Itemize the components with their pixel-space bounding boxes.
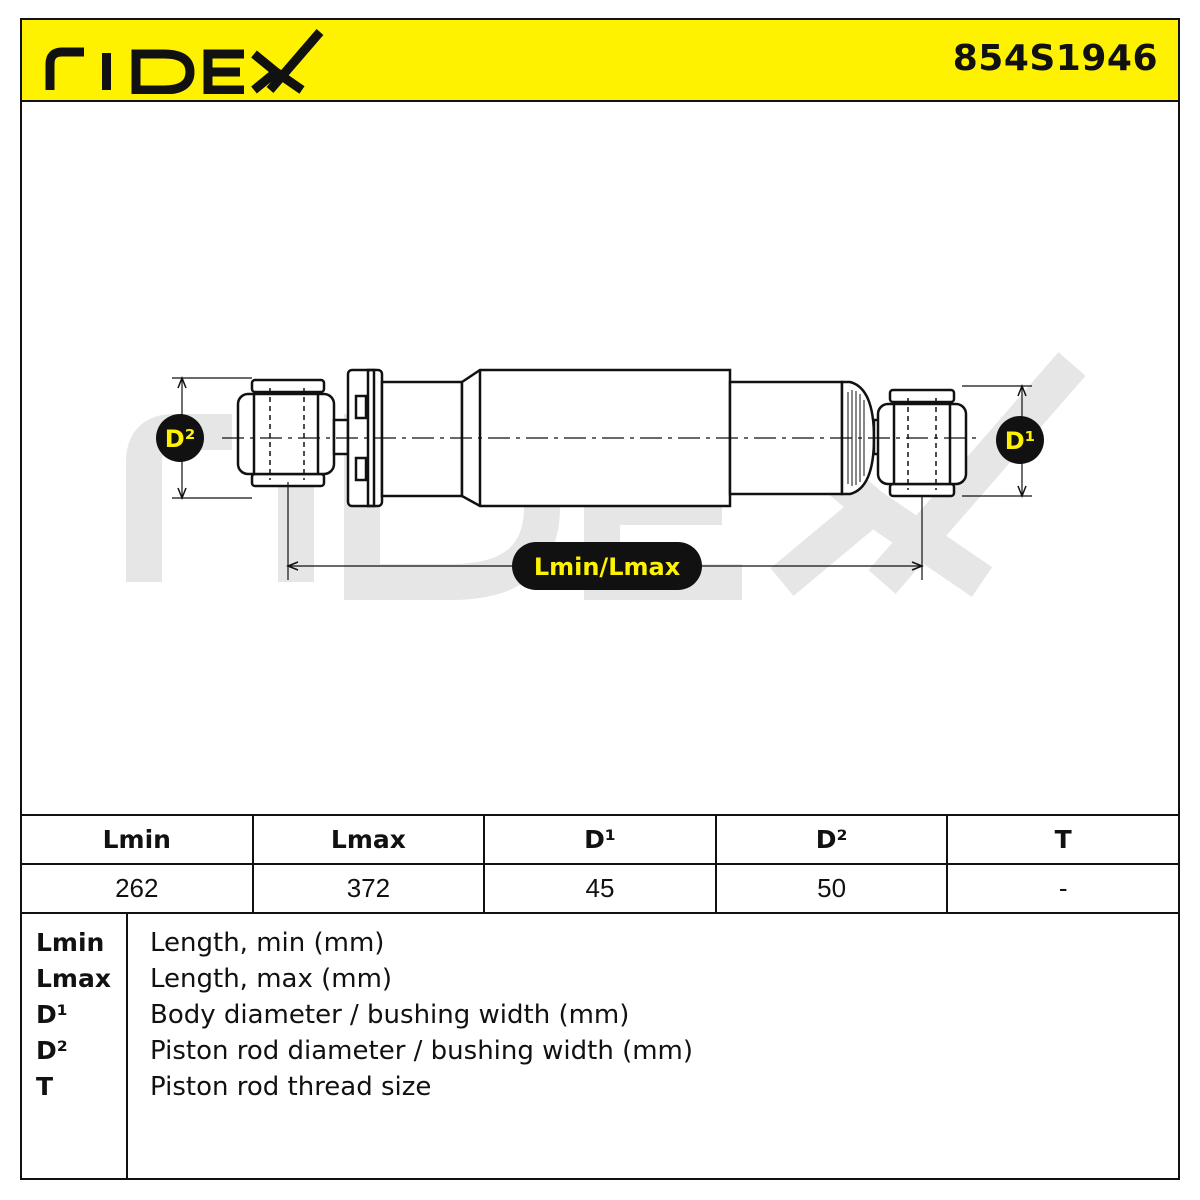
legend-desc: Length, min (mm) <box>150 928 385 958</box>
table-row: 262 372 45 50 - <box>22 865 1178 914</box>
legend-desc: Piston rod thread size <box>150 1072 432 1102</box>
col-header-d2: D² <box>717 816 949 863</box>
legend-item: D² Piston rod diameter / bushing width (… <box>22 1036 1178 1072</box>
right-bushing-eye <box>876 388 968 498</box>
header-bar: 854S1946 <box>22 20 1178 102</box>
legend-key: Lmin <box>36 928 105 957</box>
spec-table: Lmin Lmax D¹ D² T 262 372 45 50 - <box>22 814 1178 914</box>
left-bushing-eye <box>236 378 350 488</box>
legend-item: Lmax Length, max (mm) <box>22 964 1178 1000</box>
value-t: - <box>1058 873 1068 903</box>
value-lmax: 372 <box>254 865 486 912</box>
legend-item: D¹ Body diameter / bushing width (mm) <box>22 1000 1178 1036</box>
table-header-row: Lmin Lmax D¹ D² T <box>22 816 1178 865</box>
legend-key: Lmax <box>36 964 111 993</box>
length-label: Lmin/Lmax <box>534 553 681 581</box>
value-d2: 50 <box>717 865 949 912</box>
d2-dimension <box>172 375 252 501</box>
legend-key: D¹ <box>36 1000 68 1029</box>
value-d1: 45 <box>485 865 717 912</box>
shock-absorber-diagram: D² D¹ Lmin/Lmax <box>126 352 1086 600</box>
technical-drawing: D² D¹ Lmin/Lmax <box>22 102 1178 814</box>
legend-item: Lmin Length, min (mm) <box>22 928 1178 964</box>
legend-desc: Body diameter / bushing width (mm) <box>150 1000 630 1030</box>
d2-label: D² <box>165 425 195 453</box>
ridex-logo <box>45 29 324 94</box>
legend: Lmin Length, min (mm) Lmax Length, max (… <box>22 912 1178 1180</box>
legend-divider <box>126 912 128 1180</box>
value-lmin: 262 <box>22 865 254 912</box>
legend-key: T <box>36 1072 54 1101</box>
d1-badge <box>996 416 1044 464</box>
col-header-lmin: Lmin <box>22 816 254 863</box>
d2-badge <box>156 414 204 462</box>
legend-desc: Piston rod diameter / bushing width (mm) <box>150 1036 694 1066</box>
length-badge <box>512 542 702 590</box>
d1-label: D¹ <box>1005 427 1035 455</box>
legend-desc: Length, max (mm) <box>150 964 393 994</box>
legend-item: T Piston rod thread size <box>22 1072 1178 1108</box>
part-number: 854S1946 <box>952 38 1158 79</box>
spec-sheet-frame: 854S1946 <box>20 18 1180 1180</box>
col-header-t: T <box>1054 825 1072 854</box>
col-header-d1: D¹ <box>485 816 717 863</box>
legend-key: D² <box>36 1036 68 1065</box>
col-header-lmax: Lmax <box>254 816 486 863</box>
